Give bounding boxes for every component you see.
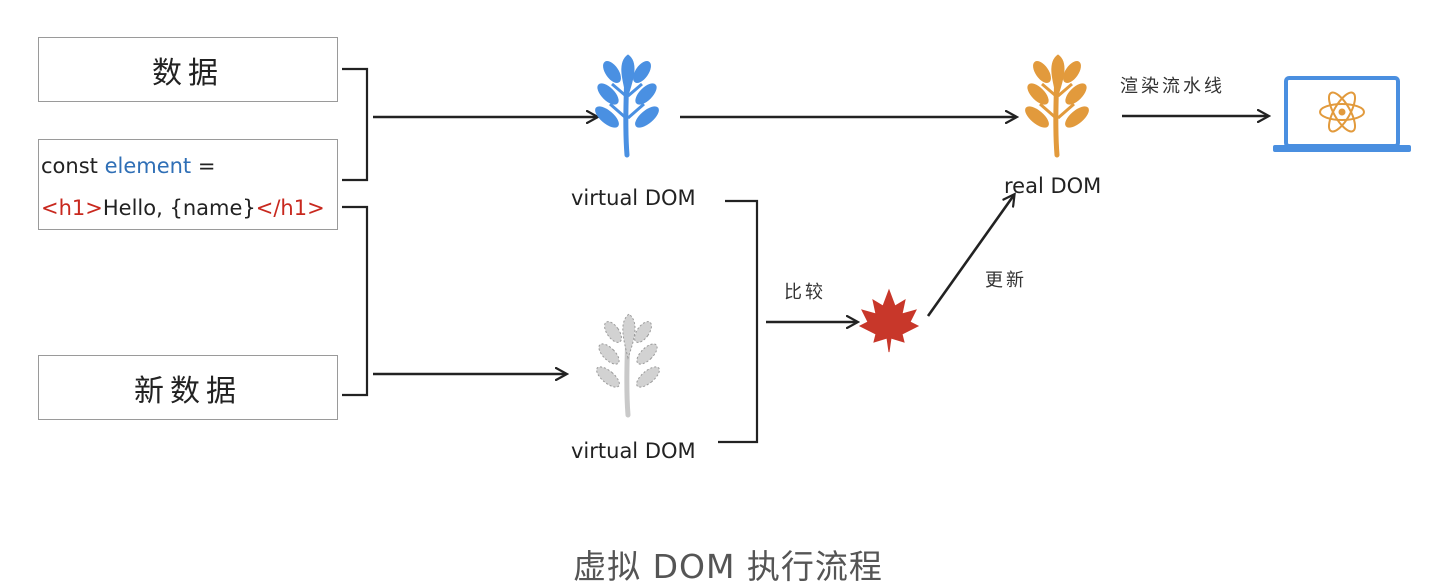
code-box: const element = <h1>Hello, {name}</h1> bbox=[38, 139, 338, 230]
data-box-label: 数据 bbox=[152, 55, 224, 91]
code-line-1: const element = bbox=[41, 154, 215, 178]
screen-atom-icon bbox=[1273, 76, 1411, 152]
code-open-tag: <h1> bbox=[41, 196, 103, 220]
code-line-2: <h1>Hello, {name}</h1> bbox=[41, 196, 325, 220]
bottom-bracket bbox=[342, 205, 369, 397]
blue-tree-icon bbox=[595, 54, 659, 158]
code-equals: = bbox=[191, 154, 216, 178]
virtual-dom-top-label: virtual DOM bbox=[571, 186, 696, 210]
arrow-update bbox=[926, 195, 1014, 317]
real-dom-label: real DOM bbox=[1004, 174, 1102, 198]
orange-tree-icon bbox=[1025, 54, 1089, 158]
code-const: const bbox=[41, 154, 105, 178]
code-element-keyword: element bbox=[104, 154, 192, 178]
code-inner-text: Hello, {name} bbox=[102, 196, 256, 220]
gray-tree-icon bbox=[596, 313, 660, 418]
maple-leaf-icon bbox=[858, 288, 920, 353]
new-data-box-label: 新数据 bbox=[134, 373, 242, 409]
top-bracket bbox=[342, 67, 369, 182]
render-pipeline-label: 渲染流水线 bbox=[1120, 76, 1225, 97]
new-data-box: 新数据 bbox=[38, 355, 338, 420]
update-label: 更新 bbox=[985, 270, 1027, 291]
compare-label: 比较 bbox=[784, 282, 826, 303]
diagram-graphics bbox=[342, 54, 1411, 444]
virtual-dom-bottom-label: virtual DOM bbox=[571, 439, 696, 463]
compare-bracket bbox=[718, 199, 759, 444]
data-box: 数据 bbox=[38, 37, 338, 102]
code-close-tag: </h1> bbox=[255, 196, 325, 220]
